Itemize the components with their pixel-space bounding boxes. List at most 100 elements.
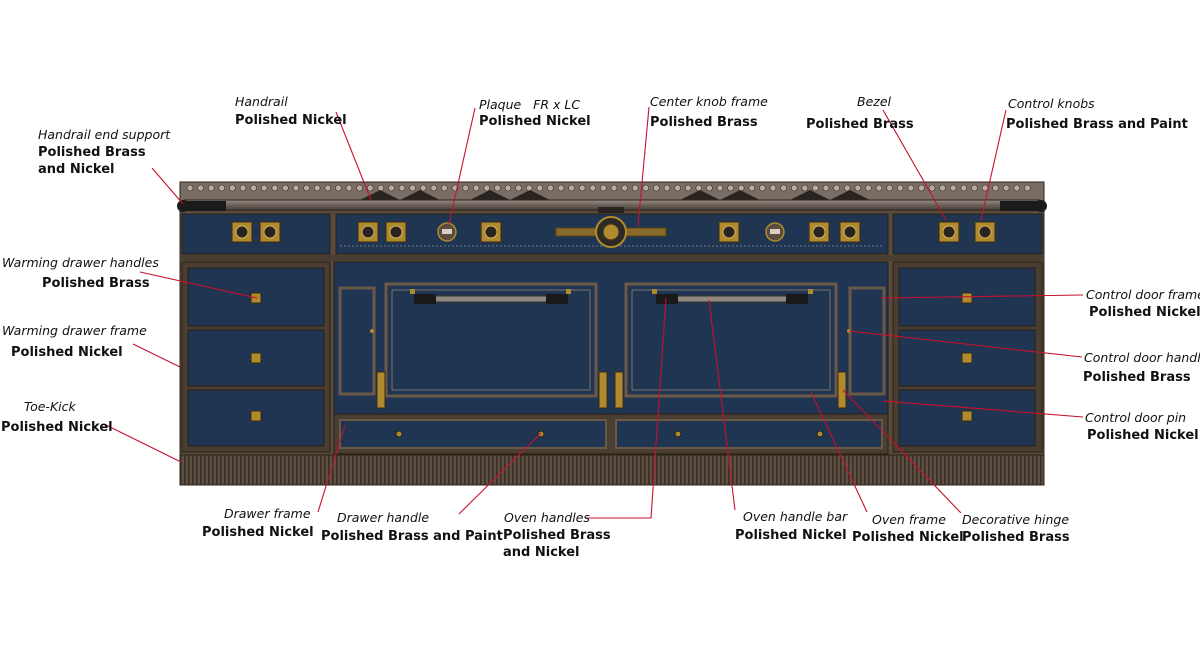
rivet (727, 184, 734, 192)
rivet (780, 184, 787, 192)
callout-oven-handles: Oven handles Polished Brass and Nickel (503, 507, 616, 560)
burner-grates (360, 190, 870, 200)
rivet (663, 184, 671, 192)
callout-toe-kick: Toe-Kick Polished Nickel (1, 396, 113, 435)
control-knob[interactable] (231, 221, 253, 243)
rivet (886, 184, 893, 192)
storage-drawers (333, 413, 889, 455)
left-control-panel (181, 213, 331, 255)
rivet (377, 184, 385, 192)
toe-kick (179, 454, 1045, 486)
rivet (197, 184, 204, 192)
rivet (971, 184, 978, 192)
drawer-handles (395, 430, 824, 438)
rivet (409, 184, 416, 192)
rivet (313, 184, 321, 192)
plaque-right (765, 222, 785, 242)
rivet (769, 184, 777, 192)
warming-drawer-handle[interactable] (961, 410, 973, 422)
rivet (1024, 184, 1031, 192)
rivet (1013, 184, 1021, 192)
rivet (1002, 184, 1010, 192)
rivet (642, 184, 650, 192)
callout-oven-frame: Oven frame Polished Nickel (852, 509, 964, 545)
rivet (706, 184, 713, 192)
callout-leaders (105, 106, 1084, 519)
rivet (260, 184, 268, 192)
rivet (303, 184, 310, 192)
rivet (292, 184, 300, 192)
callout-decorative-hinge: Decorative hinge Polished Brass (962, 509, 1074, 545)
callout-control-door-pin: Control door pin Polished Nickel (1085, 407, 1199, 443)
control-knob[interactable] (357, 221, 379, 243)
rivet (610, 184, 618, 192)
rivet (600, 184, 607, 192)
callout-warming-drawer-frame: Warming drawer frame Polished Nickel (2, 320, 152, 360)
cooktop-rivets (186, 184, 1031, 192)
warming-drawer-handle[interactable] (250, 410, 262, 422)
warming-drawer-handle[interactable] (961, 292, 973, 304)
control-knob[interactable] (808, 221, 830, 243)
callout-handrail-end-support: Handrail end support Polished Brass and … (38, 124, 175, 177)
callout-handrail: Handrail Polished Nickel (235, 91, 347, 128)
control-knob[interactable] (974, 221, 996, 243)
rivet (896, 184, 904, 192)
rivet (207, 184, 215, 192)
warming-drawer-handle[interactable] (961, 352, 973, 364)
callout-labels: Handrail end support Polished Brass and … (1, 91, 1200, 560)
rivet (462, 184, 469, 192)
rivet (504, 184, 512, 192)
rivet (441, 184, 448, 192)
rivet (557, 184, 565, 192)
rivet (812, 184, 819, 192)
rivet (366, 184, 374, 192)
callout-plaque: Plaque FR x LC Polished Nickel (479, 94, 591, 129)
rivet (907, 184, 915, 192)
rivet (865, 184, 872, 192)
rivet (525, 184, 533, 192)
rivet (843, 184, 851, 192)
callout-control-door-frame: Control door frame Polished Nickel (1086, 284, 1200, 320)
rivet (536, 184, 544, 192)
rivet (621, 184, 628, 192)
control-knob[interactable] (385, 221, 407, 243)
callout-control-knobs: Control knobs Polished Brass and Paint (1006, 93, 1188, 132)
callout-oven-handle-bar: Oven handle bar Polished Nickel (735, 506, 852, 543)
control-door-right[interactable] (848, 286, 886, 396)
rivet (854, 184, 862, 192)
warming-drawer-handle[interactable] (250, 352, 262, 364)
oven-handle-bar-right[interactable] (652, 289, 813, 304)
control-door-left[interactable] (338, 286, 376, 396)
rivet (388, 184, 395, 192)
plaque-left (437, 222, 457, 242)
control-knob[interactable] (480, 221, 502, 243)
control-knobs (231, 221, 996, 243)
callout-control-door-handle: Control door handle Polished Brass (1083, 347, 1200, 385)
rivet (790, 184, 798, 192)
rivet (801, 184, 809, 192)
rivet (960, 184, 968, 192)
rivet (928, 184, 936, 192)
rivet (398, 184, 406, 192)
control-knob[interactable] (938, 221, 960, 243)
storage-drawer-right[interactable] (615, 419, 883, 449)
rivet (737, 184, 745, 192)
oven-handle-bar-left[interactable] (410, 289, 571, 304)
rivet (759, 184, 766, 192)
rivet (939, 184, 946, 192)
callout-warming-drawer-handles: Warming drawer handles Polished Brass (2, 252, 164, 291)
storage-drawer-left[interactable] (339, 419, 607, 449)
control-knob[interactable] (718, 221, 740, 243)
rivet (472, 184, 480, 192)
control-knob[interactable] (839, 221, 861, 243)
rivet (674, 184, 681, 192)
rivet (949, 184, 957, 192)
callout-drawer-handle: Drawer handle Polished Brass and Paint (321, 507, 503, 544)
rivet (631, 184, 639, 192)
rivet (992, 184, 999, 192)
rivet (218, 184, 226, 192)
control-knob[interactable] (259, 221, 281, 243)
decorative-hinges (376, 371, 847, 409)
rivet (981, 184, 989, 192)
rivet (578, 184, 586, 192)
